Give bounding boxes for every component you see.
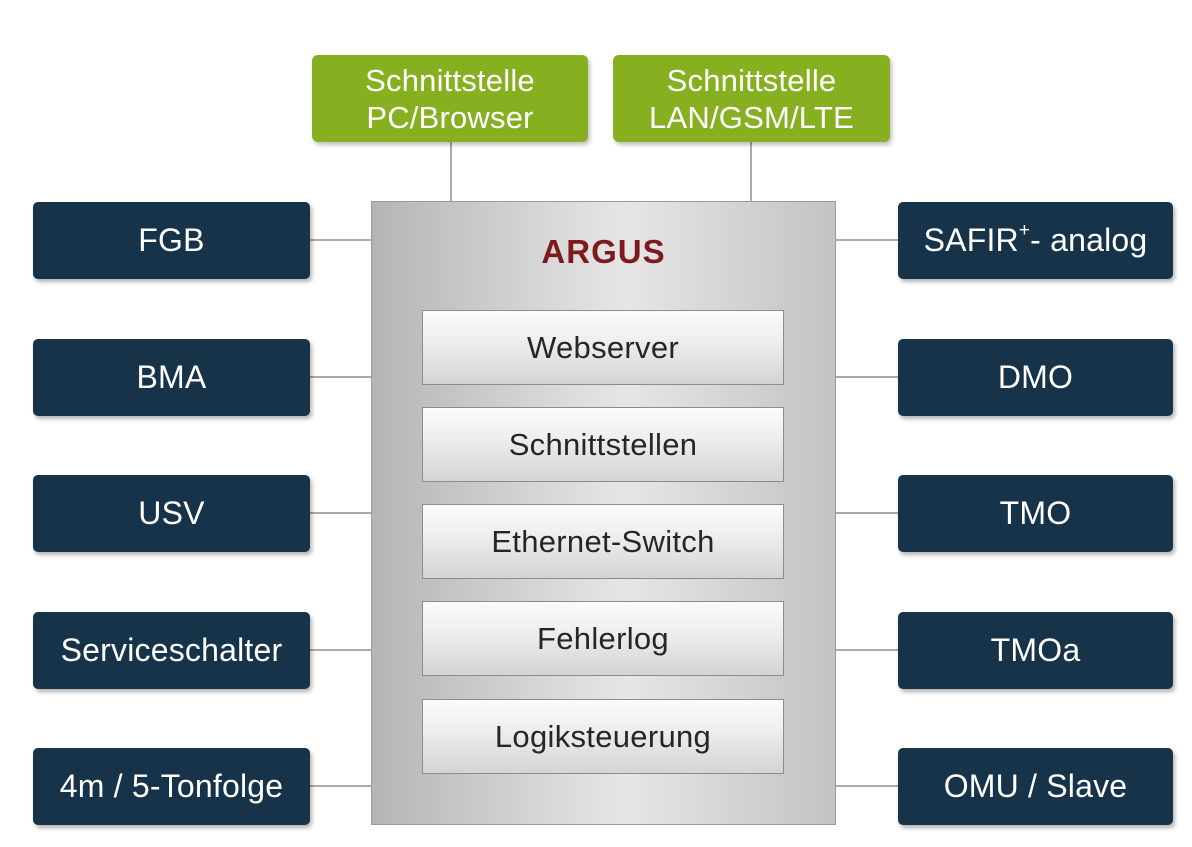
module-logiksteuerung: Logiksteuerung xyxy=(422,699,784,774)
interface-lan-gsm-lte: Schnittstelle LAN/GSM/LTE xyxy=(613,55,890,142)
module-webserver: Webserver xyxy=(422,310,784,385)
device-4m-5-tonfolge: 4m / 5-Tonfolge xyxy=(33,748,310,825)
module-ethernet-switch: Ethernet-Switch xyxy=(422,504,784,579)
device-omu-slave: OMU / Slave xyxy=(898,748,1173,825)
module-schnittstellen: Schnittstellen xyxy=(422,407,784,482)
device-tmo: TMO xyxy=(898,475,1173,552)
device-dmo: DMO xyxy=(898,339,1173,416)
device-serviceschalter: Serviceschalter xyxy=(33,612,310,689)
interface-pc-browser-line2: PC/Browser xyxy=(366,99,534,135)
device-safir-name: SAFIR xyxy=(923,222,1019,258)
interface-lan-gsm-lte-line2: LAN/GSM/LTE xyxy=(649,99,854,135)
module-fehlerlog: Fehlerlog xyxy=(422,601,784,676)
interface-lan-gsm-lte-line1: Schnittstelle xyxy=(666,62,837,98)
device-bma: BMA xyxy=(33,339,310,416)
interface-pc-browser: Schnittstelle PC/Browser xyxy=(312,55,588,142)
device-safir-analog: SAFIR+- analog xyxy=(898,202,1173,279)
device-fgb: FGB xyxy=(33,202,310,279)
device-safir-suffix: - analog xyxy=(1030,222,1148,258)
device-usv: USV xyxy=(33,475,310,552)
argus-title: ARGUS xyxy=(541,233,666,270)
interface-pc-browser-line1: Schnittstelle xyxy=(365,62,535,98)
device-tmoa: TMOa xyxy=(898,612,1173,689)
